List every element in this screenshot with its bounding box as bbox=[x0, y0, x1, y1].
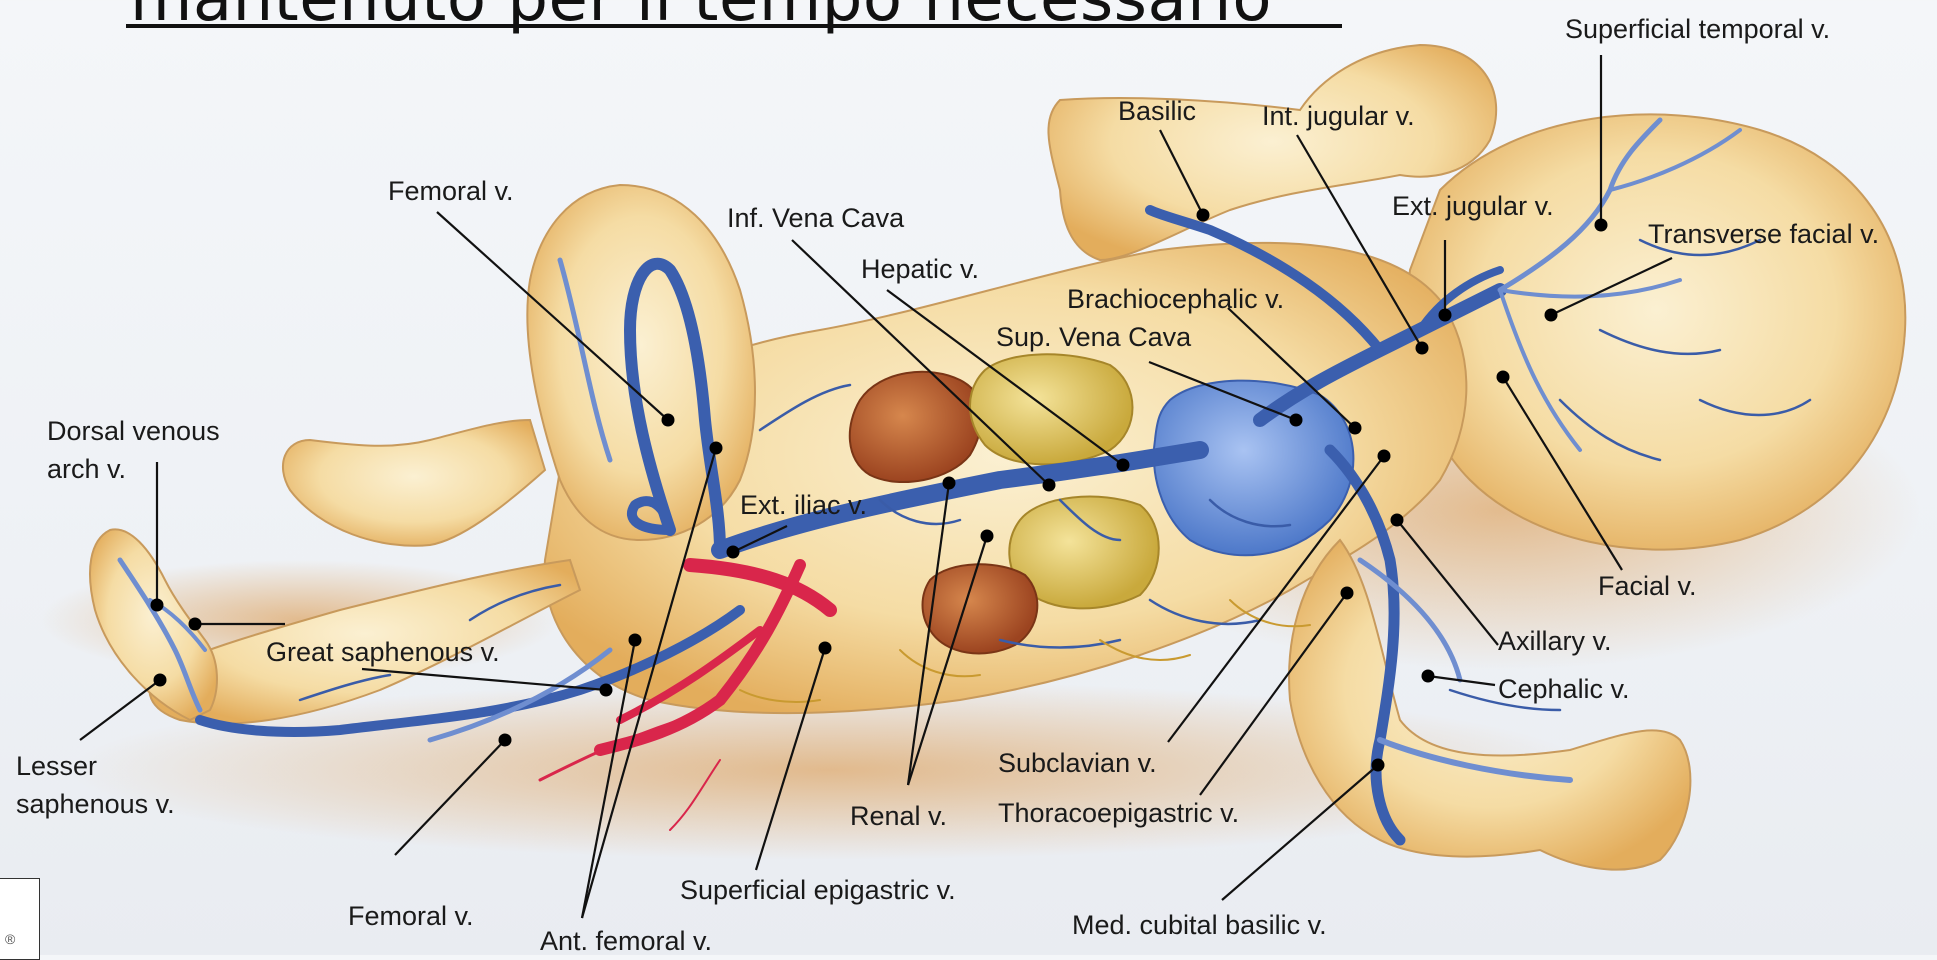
label-dorsal-venous-line2: arch v. bbox=[47, 454, 126, 484]
label-axillary-vein: Axillary v. bbox=[1498, 626, 1612, 656]
label-hepatic-vein: Hepatic v. bbox=[861, 254, 979, 284]
label-renal-vein: Renal v. bbox=[850, 801, 947, 831]
label-ext-iliac-vein: Ext. iliac v. bbox=[740, 490, 867, 520]
label-superficial-epigastric-vein: Superficial epigastric v. bbox=[680, 875, 956, 905]
label-thoracoepigastric-vein: Thoracoepigastric v. bbox=[998, 798, 1239, 828]
label-lesser-saphenous-line2: saphenous v. bbox=[16, 789, 175, 819]
label-subclavian-vein: Subclavian v. bbox=[998, 748, 1157, 778]
label-femoral-vein-top: Femoral v. bbox=[388, 176, 514, 206]
kidney-lower bbox=[923, 564, 1038, 653]
head bbox=[1408, 114, 1906, 549]
label-inf-vena-cava: Inf. Vena Cava bbox=[727, 203, 905, 233]
label-brachiocephalic-vein: Brachiocephalic v. bbox=[1067, 284, 1284, 314]
raised-foot bbox=[283, 420, 545, 546]
label-int-jugular-vein: Int. jugular v. bbox=[1262, 101, 1415, 131]
label-basilic-vein: Basilic bbox=[1118, 96, 1196, 126]
label-great-saphenous-vein: Great saphenous v. bbox=[266, 637, 500, 667]
label-ant-femoral-vein: Ant. femoral v. bbox=[540, 926, 712, 955]
label-facial-vein: Facial v. bbox=[1598, 571, 1697, 601]
label-lesser-saphenous-line1: Lesser bbox=[16, 751, 97, 781]
label-ext-jugular-vein: Ext. jugular v. bbox=[1392, 191, 1554, 221]
registered-mark: ® bbox=[5, 931, 15, 947]
label-cephalic-vein: Cephalic v. bbox=[1498, 674, 1630, 704]
label-superficial-temporal-vein: Superficial temporal v. bbox=[1565, 14, 1830, 44]
label-femoral-vein-bottom: Femoral v. bbox=[348, 901, 474, 931]
label-sup-vena-cava: Sup. Vena Cava bbox=[996, 322, 1192, 352]
label-dorsal-venous-line1: Dorsal venous bbox=[47, 416, 220, 446]
corner-logo-box: ® bbox=[0, 878, 40, 960]
label-transverse-facial-vein: Transverse facial v. bbox=[1648, 219, 1879, 249]
label-med-cubital-basilic-vein: Med. cubital basilic v. bbox=[1072, 910, 1327, 940]
